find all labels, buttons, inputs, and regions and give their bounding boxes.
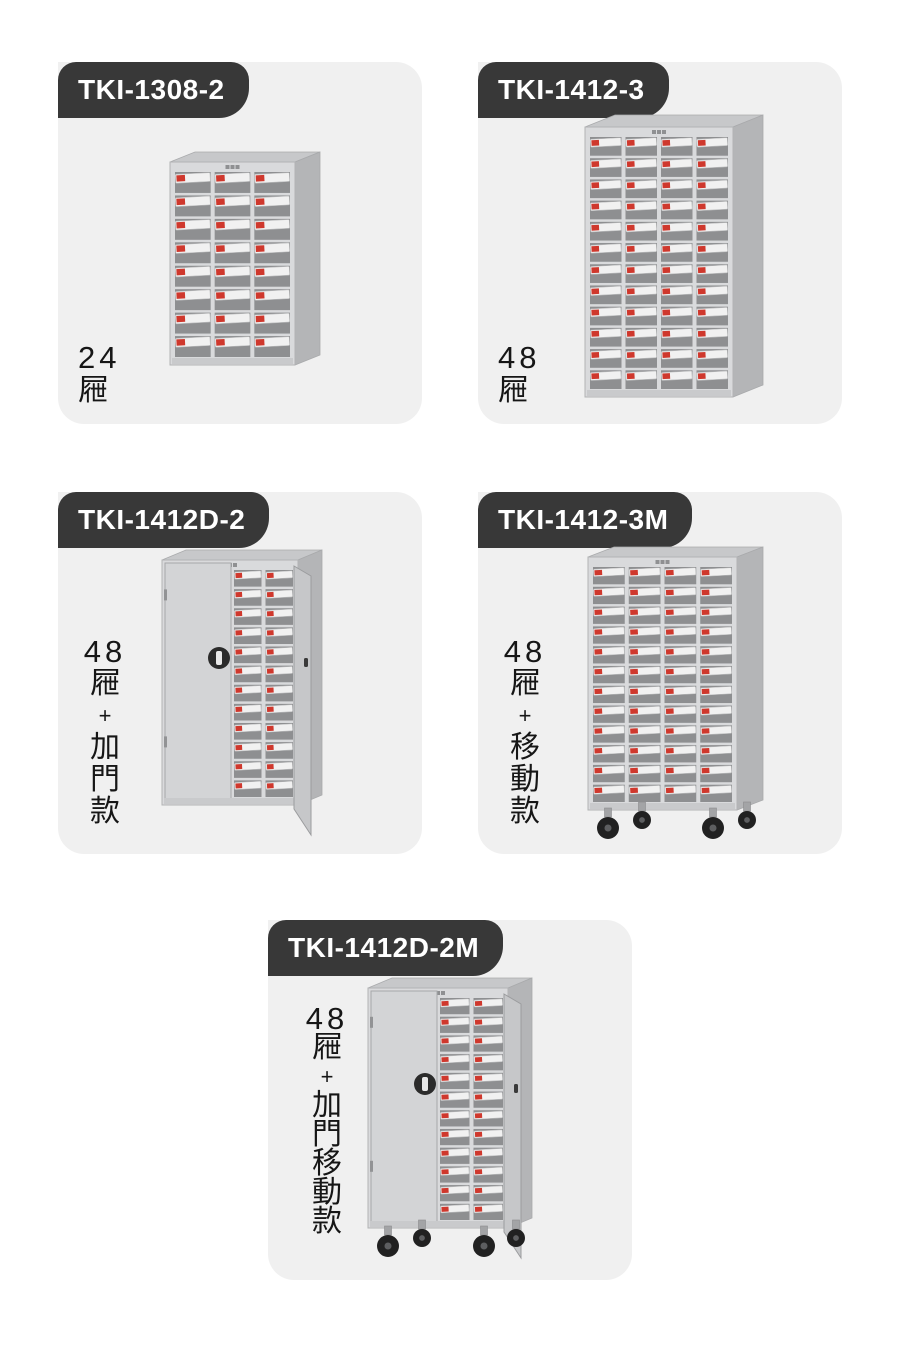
model-badge: TKI-1308-2 (58, 62, 249, 118)
count-number: 48 (83, 634, 127, 669)
drawer-count-label: 24 屜 (78, 341, 120, 407)
cabinet-illustration (587, 546, 764, 839)
drawer-count-label: 48 屜 + 移 動 款 (494, 636, 556, 828)
model-label: TKI-1412D-2 (78, 504, 246, 535)
model-badge: TKI-1412-3M (478, 492, 693, 548)
plus-sign: + (320, 1064, 334, 1089)
model-label: TKI-1412D-2M (288, 932, 480, 963)
product-card-tki-1412d-2: TKI-1412D-2 48 屜 + 加 門 款 (58, 492, 422, 854)
count-unit: 屜 (78, 374, 108, 407)
feature-char: 款 (312, 1205, 342, 1238)
count-unit: 屜 (510, 667, 540, 700)
feature-char: 動 (312, 1176, 342, 1209)
model-badge: TKI-1412D-2M (268, 920, 504, 976)
cabinet-illustration (367, 977, 533, 1260)
cabinet-illustration (161, 549, 323, 837)
drawer-count-label: 48 屜 + 加 門 移 動 款 (296, 1001, 358, 1238)
count-unit: 屜 (90, 667, 120, 700)
feature-char: 門 (312, 1118, 342, 1151)
model-label: TKI-1308-2 (78, 74, 225, 105)
plus-sign: + (518, 703, 532, 728)
model-label: TKI-1412-3M (498, 504, 669, 535)
feature-char: 移 (510, 731, 540, 764)
product-card-tki-1308-2: TKI-1308-2 24 屜 (58, 62, 422, 424)
feature-char: 加 (90, 731, 120, 764)
drawer-count-label: 48 屜 + 加 門 款 (74, 636, 136, 828)
count-unit: 屜 (498, 374, 528, 407)
count-number: 24 (78, 340, 121, 375)
model-label: TKI-1412-3 (498, 74, 645, 105)
feature-char: 款 (510, 795, 540, 828)
product-card-tki-1412d-2m: TKI-1412D-2M 48 屜 + 加 門 移 動 款 (268, 920, 632, 1280)
plus-sign: + (98, 703, 112, 728)
feature-char: 動 (510, 763, 540, 796)
feature-char: 加 (312, 1089, 342, 1122)
count-number: 48 (503, 634, 547, 669)
count-unit: 屜 (312, 1031, 342, 1064)
feature-char: 款 (90, 795, 120, 828)
feature-char: 門 (90, 763, 120, 796)
cabinet-illustration (584, 114, 764, 398)
count-number: 48 (498, 340, 541, 375)
product-card-tki-1412-3m: TKI-1412-3M 48 屜 + 移 動 款 (478, 492, 842, 854)
feature-char: 移 (312, 1147, 342, 1180)
count-number: 48 (305, 1001, 349, 1036)
drawer-count-label: 48 屜 (498, 341, 540, 407)
model-badge: TKI-1412-3 (478, 62, 669, 118)
model-badge: TKI-1412D-2 (58, 492, 270, 548)
product-card-tki-1412-3: TKI-1412-3 48 屜 (478, 62, 842, 424)
cabinet-illustration (169, 151, 321, 366)
